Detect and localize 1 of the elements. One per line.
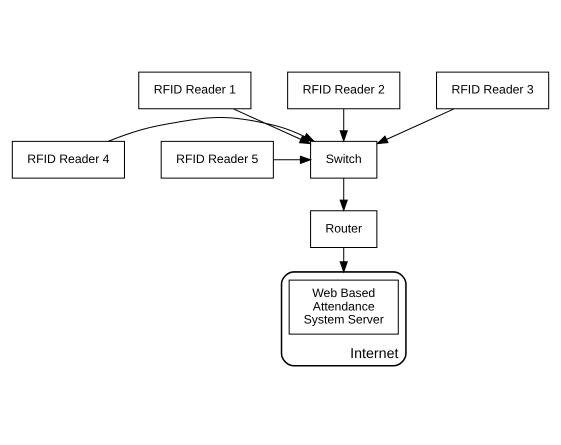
node-label: Internet [350,345,399,362]
